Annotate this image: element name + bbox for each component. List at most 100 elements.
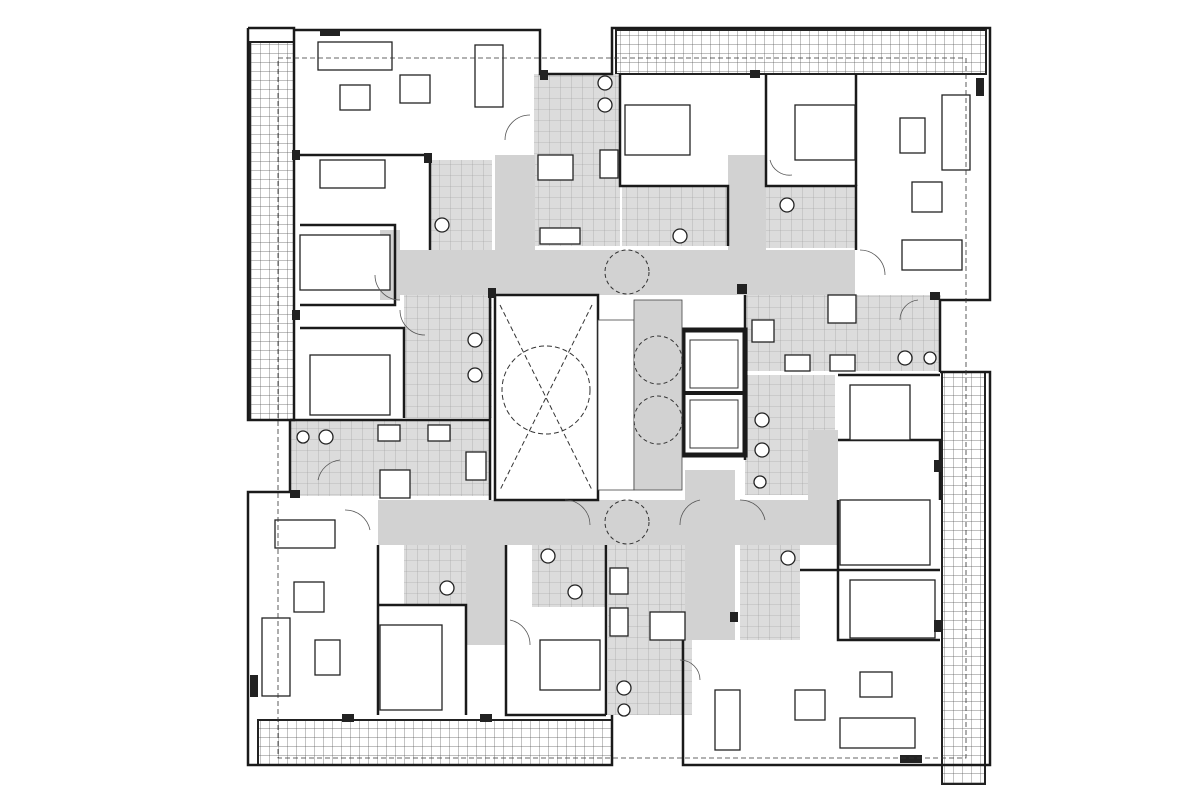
plan-rect-mark [829,354,856,372]
plan-circle-mark [597,75,613,91]
balcony-west [249,41,295,421]
plan-rect-mark [250,675,258,697]
sofa [317,41,393,71]
plan-path-mark [344,509,371,531]
bed [839,499,931,566]
plan-rect-mark [599,149,619,179]
plan-rect-mark [320,30,340,36]
plan-circle-mark [897,350,913,366]
plan-rect-mark [685,470,735,640]
plan-rect-mark [633,299,683,491]
stairs [597,299,683,491]
columns [250,30,984,763]
dining-table [649,611,686,641]
plan-path-mark [399,309,426,336]
plan-rect-mark [899,117,926,154]
plan-polyline-mark [764,74,858,250]
elevator [689,399,739,449]
plan-rect-mark [378,500,838,545]
plan-line-mark [499,304,593,491]
dining-table [379,469,411,499]
plan-rect-mark [424,153,432,163]
bed [539,639,601,691]
plan-circle-mark [567,584,583,600]
sofa [941,94,971,171]
plan-rect-mark [430,160,492,250]
plan-rect-mark [293,581,325,613]
plan-rect-mark [480,714,492,722]
plan-path-mark [317,459,341,481]
plan-rect-mark [339,84,371,111]
dining-table [537,154,574,181]
plan-rect-mark [493,293,600,502]
bed [794,104,856,161]
plan-rect-mark [911,181,943,213]
plan-rect-mark [495,155,535,295]
plan-rect-mark [784,354,811,372]
plan-rect-mark [900,755,922,763]
plan-circle-mark [604,499,650,545]
plan-rect-mark [597,319,635,491]
plan-path-mark [769,159,793,176]
plan-path-mark [899,299,919,321]
plan-rect-mark [377,424,401,442]
plan-rect-mark [609,567,629,595]
plan-rect-mark [728,155,766,250]
bed [624,104,691,156]
balcony-north [615,29,987,75]
balcony-east [941,371,986,785]
plan-path-mark [564,499,591,526]
dining-table [274,519,336,549]
dining-table [474,44,504,108]
plan-circle-mark [501,345,591,435]
plan-path-mark [679,659,701,681]
plan-circle-mark [617,703,631,717]
plan-rect-mark [766,186,856,248]
plan-rect-mark [292,150,300,160]
plan-path-mark [504,114,531,141]
plan-rect-mark [427,424,451,442]
plan-rect-mark [750,70,760,78]
plan-rect-mark [292,310,300,320]
plan-circle-mark [633,395,683,445]
elevator [689,339,739,389]
plan-rect-mark [314,639,341,676]
sanitary-fixtures [296,75,937,717]
bed [849,579,936,639]
plan-rect-mark [934,620,942,632]
plan-rect-mark [859,671,893,698]
plan-polyline-mark [504,545,606,717]
plan-polyline-mark [378,603,468,715]
plan-path-mark [374,274,401,301]
plan-rect-mark [976,78,984,96]
plan-circle-mark [318,429,334,445]
bed [309,354,391,416]
plan-rect-mark [465,451,487,481]
plan-rect-mark [404,545,466,605]
plan-rect-mark [539,227,581,245]
sofa [839,717,916,749]
bed [849,384,911,441]
plan-circle-mark [633,335,683,385]
plan-rect-mark [751,319,775,343]
kitchen-counters [377,149,856,637]
plan-rect-mark [609,607,629,637]
dining-table [901,239,963,271]
bed [319,159,386,189]
plan-polyline-mark [300,223,397,307]
plan-rect-mark [930,292,940,300]
plan-circle-mark [754,412,770,428]
plan-polyline-mark [294,26,992,372]
stair-core [499,249,739,545]
plan-circle-mark [616,680,632,696]
plan-rect-mark [404,292,492,418]
furniture [261,41,971,751]
plan-circle-mark [467,367,483,383]
plan-circle-mark [597,97,613,113]
plan-circle-mark [434,217,450,233]
plan-polyline-mark [246,420,614,767]
bed [379,624,443,711]
plan-circle-mark [604,249,650,295]
plan-path-mark [859,249,886,276]
